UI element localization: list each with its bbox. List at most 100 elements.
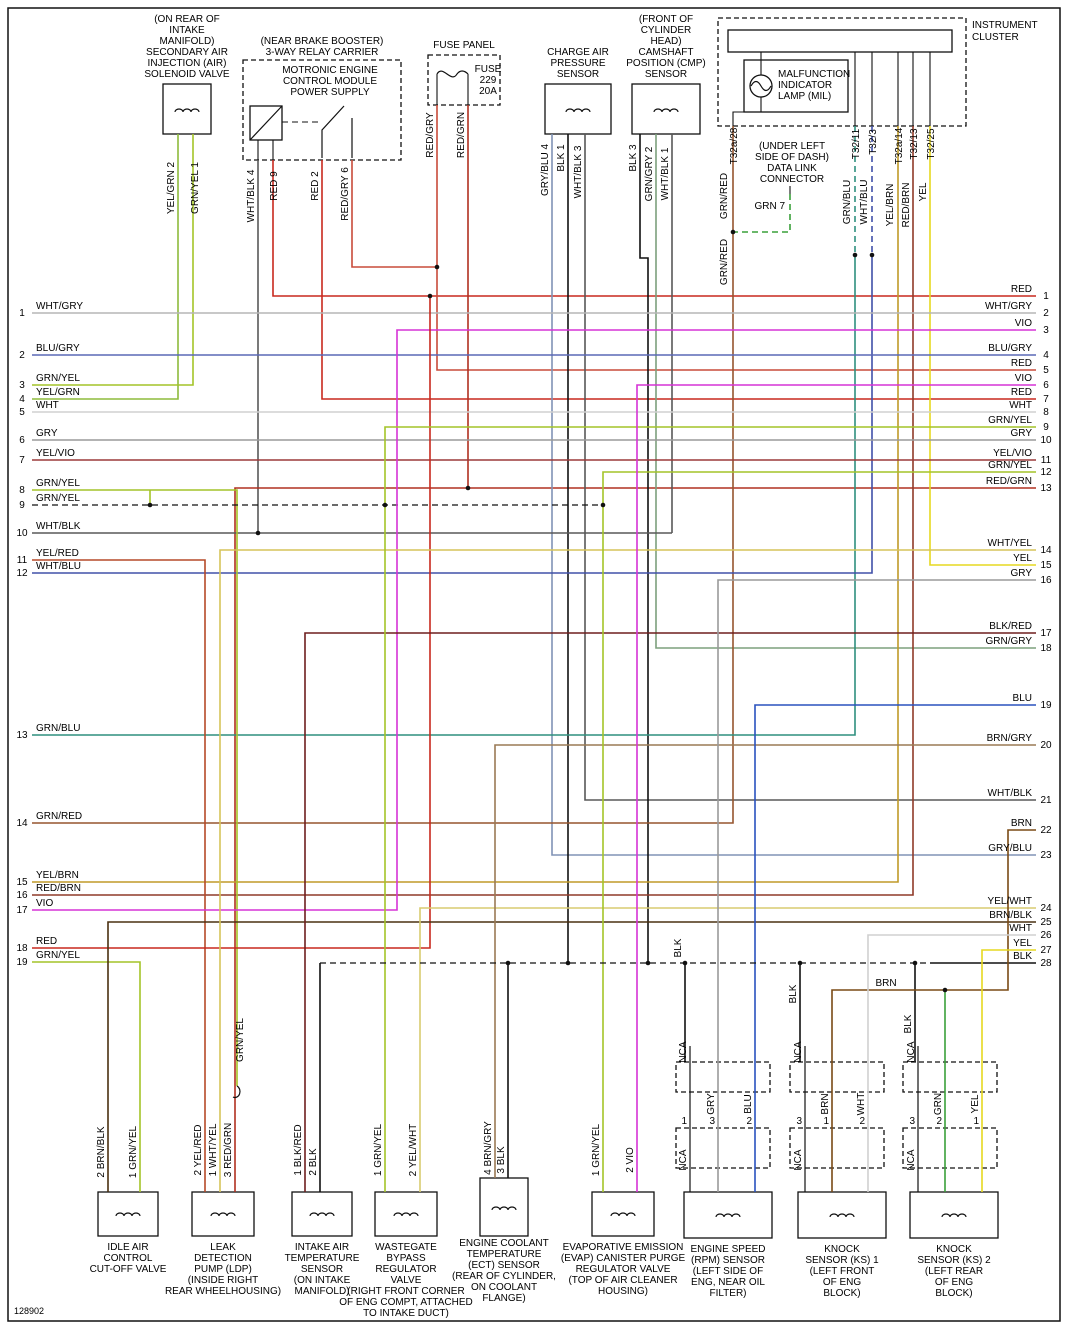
rpm-shield-lower <box>675 1127 771 1169</box>
label: VALVE <box>391 1275 422 1286</box>
right-pin-label-25: BRN/BLK <box>989 910 1032 921</box>
label: INTAKE <box>169 25 205 36</box>
wire-whtblk-chargeair <box>584 134 1036 801</box>
junction-dot <box>505 960 511 966</box>
label: MANIFOLD) <box>295 1286 350 1297</box>
right-pin-label-11: YEL/VIO <box>993 448 1032 459</box>
label: T32/13 <box>909 128 920 160</box>
right-pin-number-23: 23 <box>1040 850 1052 861</box>
label: BLK <box>673 938 684 957</box>
junction-dot <box>912 960 918 966</box>
label: 20A <box>479 86 497 97</box>
ks1-shield-lower <box>789 1127 885 1169</box>
junction-dot <box>942 987 948 993</box>
label: TEMPERATURE <box>285 1253 360 1264</box>
knock-sensor-2 <box>909 1191 999 1239</box>
wire-blu-rpm <box>754 704 1036 1192</box>
label: 2 YEL/RED <box>193 1125 204 1176</box>
ect-sensor <box>479 1177 529 1237</box>
label: CLUSTER <box>972 32 1019 43</box>
wire-grn-dlc <box>733 194 791 233</box>
wastegate-label: WASTEGATE <box>375 1242 437 1253</box>
right-pin-label-27: YEL <box>1013 938 1032 949</box>
right-pin-number-10: 10 <box>1040 435 1052 446</box>
charge-air-pressure-sensor <box>544 83 612 135</box>
wire-blk <box>732 97 762 126</box>
left-pin-number-15: 15 <box>16 877 28 888</box>
label: T32a/14 <box>894 127 905 164</box>
label: T32/3 <box>868 129 879 155</box>
left-pin-number-8: 8 <box>19 485 25 496</box>
rpm-sensor <box>683 1191 773 1239</box>
label: 2 <box>859 1116 865 1127</box>
right-pin-number-25: 25 <box>1040 917 1052 928</box>
label: (RIGHT FRONT CORNER <box>347 1286 464 1297</box>
label: NCA <box>678 1149 689 1170</box>
wire-grnblu-cluster <box>32 255 856 736</box>
right-pin-number-21: 21 <box>1040 795 1052 806</box>
wire-redgry-relay6 <box>351 160 437 268</box>
left-pin-label-5: WHT <box>36 400 59 411</box>
label: INJECTION (AIR) <box>148 58 227 69</box>
left-pin-number-16: 16 <box>16 890 28 901</box>
junction-dot <box>852 252 858 258</box>
wire-whtblu-cluster <box>32 255 873 574</box>
label: BLK 3 <box>628 144 639 172</box>
label: WHT <box>856 1093 867 1116</box>
label: 2 BLK <box>308 1148 319 1176</box>
cmp-label: (FRONT OF <box>639 14 693 25</box>
label: SENSOR (KS) 2 <box>917 1255 991 1266</box>
label: NCA <box>906 1149 917 1170</box>
label: (TOP OF AIR CLEANER <box>568 1275 677 1286</box>
wire-gry-rpm <box>717 579 1036 1192</box>
ldp-label: LEAK <box>210 1242 236 1253</box>
air-solenoid-label: (ON REAR OF <box>154 14 220 25</box>
wire-red-relay2 <box>321 160 1036 400</box>
relay-coil <box>249 105 283 141</box>
component-coil-symbol <box>210 1212 236 1217</box>
label: (REAR OF CYLINDER, <box>452 1271 556 1282</box>
label: NCA <box>906 1041 917 1062</box>
right-pin-label-1: RED <box>1011 284 1032 295</box>
ks1-label: KNOCK <box>824 1244 860 1255</box>
wire-redbrn-cluster <box>32 126 914 896</box>
left-pin-label-17: VIO <box>36 898 53 909</box>
label: 1 BLK/RED <box>293 1124 304 1175</box>
right-pin-label-16: GRY <box>1011 568 1033 579</box>
label: RED/GRY <box>425 112 436 158</box>
right-pin-label-18: GRN/GRY <box>986 636 1033 647</box>
wire-brn-ks1 <box>831 829 1036 1192</box>
label: GRY <box>706 1093 717 1115</box>
label: 1 <box>973 1116 979 1127</box>
left-pin-label-3: GRN/YEL <box>36 373 80 384</box>
right-pin-label-22: BRN <box>1011 818 1032 829</box>
label: 1 GRN/YEL <box>373 1123 384 1176</box>
wire-wht-ks1 <box>867 934 1036 1192</box>
cluster-connector <box>727 29 953 53</box>
label: FILTER) <box>709 1288 746 1299</box>
label: WHT/BLK 3 <box>573 145 584 198</box>
label: (ON INTAKE <box>294 1275 351 1286</box>
wire-yelred-ldp <box>32 559 206 1192</box>
right-pin-label-13: RED/GRN <box>986 476 1032 487</box>
wire-whtyel-ldp <box>219 549 1036 1192</box>
wire-grnyel-idle <box>32 961 141 1192</box>
right-pin-label-23: GRY/BLU <box>988 843 1032 854</box>
relay-coil-diagonal <box>249 105 283 141</box>
right-pin-label-8: WHT <box>1009 400 1032 411</box>
label: HOUSING) <box>598 1286 648 1297</box>
label: NCA <box>793 1041 804 1062</box>
label: RED/GRY 6 <box>340 167 351 221</box>
label: RED/BRN <box>901 182 912 227</box>
label: SIDE OF DASH) <box>755 152 829 163</box>
label: POSITION (CMP) <box>626 58 705 69</box>
instrument-cluster-label: INSTRUMENT <box>972 20 1038 31</box>
label: 3 BLK <box>496 1146 507 1174</box>
right-pin-label-10: GRY <box>1011 428 1033 439</box>
label: 1 <box>823 1116 829 1127</box>
mil-lamp <box>749 74 773 98</box>
wire-grnyel-evap <box>602 471 1036 1192</box>
right-pin-label-14: WHT/YEL <box>988 538 1033 549</box>
right-pin-number-2: 2 <box>1043 308 1049 319</box>
